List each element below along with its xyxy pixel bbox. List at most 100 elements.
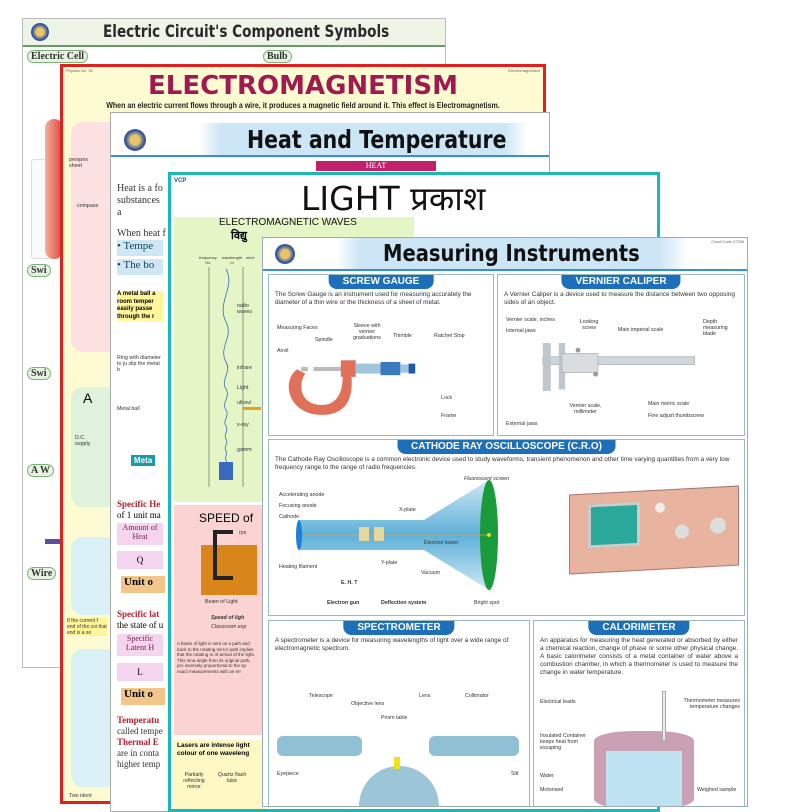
wire-image <box>45 539 61 544</box>
label: Two ident <box>69 793 92 799</box>
label: Electron beam <box>424 540 459 546</box>
label: Bright spot <box>474 600 500 606</box>
lasers-panel <box>174 740 266 809</box>
section-calorimeter: CALORIMETER An apparatus for measuring t… <box>533 620 745 806</box>
poster-title: LIGHT प्रकाश <box>301 179 486 218</box>
label: A <box>83 390 93 406</box>
text: the state of u <box>117 620 164 630</box>
temperature-text: Temperatu called tempe Thermal E are in … <box>117 715 165 770</box>
bullet: • Tempe <box>117 240 163 256</box>
knob-icon <box>675 524 689 539</box>
section-description: A Vernier Caliper is a device used to me… <box>504 291 735 306</box>
poster-corner-label: Electromagnetism <box>507 68 540 73</box>
label: Metal ball <box>117 406 140 412</box>
speed-of-light-panel <box>174 505 266 735</box>
caption: Classroom exp <box>211 624 247 630</box>
label: Cathode <box>279 514 300 520</box>
logo-icon <box>124 129 146 151</box>
label: Thermometer measures temperature changes <box>683 698 740 710</box>
collimator-image <box>429 736 519 756</box>
label: Measuring Faces <box>277 325 318 331</box>
band-label: Light <box>237 385 249 391</box>
poster-header <box>23 19 445 47</box>
section-label: Electric Cell <box>27 50 89 63</box>
heading: विद्यु <box>231 230 247 242</box>
section-heading: CATHODE RAY OSCILLOSCOPE (C.R.O) <box>397 440 616 454</box>
heading: SPEED of <box>199 511 254 525</box>
mirror-frame <box>213 530 233 580</box>
section-heading: SPECTROMETER <box>343 621 455 635</box>
poster-subtitle: When an electric current flows through a… <box>106 101 500 110</box>
screw-gauge-image <box>288 360 416 415</box>
band-label: gamm <box>237 447 252 453</box>
label: Anvil <box>277 348 289 354</box>
column-label: wavelength m <box>221 255 243 265</box>
band-label: infrare <box>237 365 253 371</box>
label: Slit <box>511 771 519 777</box>
poster-header <box>263 238 747 271</box>
poster-title: ELECTROMAGNETISM <box>148 71 458 101</box>
poster-title: Heat and Temperature <box>247 125 507 154</box>
tag: Meta <box>131 455 156 466</box>
text: Lasers are intense light colour of one w… <box>177 742 250 757</box>
label: Vernier scale, millimeter <box>569 403 602 415</box>
label: Accelerating anode <box>279 492 325 498</box>
label: Fine adjust thumbscrew <box>648 413 704 419</box>
label: Ring with diameter to ju slip the metal … <box>117 355 161 373</box>
crt-diagram <box>296 480 498 590</box>
label: Electrical leads <box>540 699 576 705</box>
section-description: The Cathode Ray Oscilloscope is a common… <box>275 456 730 471</box>
band-label: ultravi <box>237 400 252 406</box>
label: Telescope <box>309 693 333 699</box>
caption: Speed of ligh <box>211 615 245 621</box>
prism-image <box>394 757 400 769</box>
section-heading: SCREW GAUGE <box>328 275 434 289</box>
poster-title: Electric Circuit's Component Symbols <box>103 22 390 42</box>
oscilloscope-image <box>569 485 739 575</box>
heading: Temperatu <box>117 715 160 725</box>
knob-icon <box>710 517 726 535</box>
label: E. H. T <box>341 580 358 586</box>
label: Main imperial scale <box>618 327 664 333</box>
label: External jaws <box>506 421 538 427</box>
label: Ratchet Stop <box>434 333 465 339</box>
chart-code: Chart Code 07756 <box>711 239 744 244</box>
heading: Specific He <box>117 499 161 509</box>
text: Heat is a fo substances a <box>117 183 163 218</box>
heat-tab: HEAT <box>316 161 436 171</box>
label: Sleeve with vernier graduations <box>353 323 381 341</box>
mirror-diagram <box>201 545 257 595</box>
label: Lens <box>419 693 431 699</box>
label: Fluorescent screen <box>464 476 510 482</box>
cell: Specific Latent H <box>117 634 163 656</box>
label: Depth measuring blade <box>703 319 728 337</box>
label: D.C. supply <box>75 435 91 447</box>
text: A beam of light is sent on a path and ba… <box>177 641 256 674</box>
poster-header <box>111 123 549 157</box>
text: are in conta <box>117 748 159 758</box>
section-description: An apparatus for measuring the heat gene… <box>540 637 738 676</box>
label: Eyepiece <box>277 771 299 777</box>
thermometer-icon <box>662 691 666 741</box>
label: Heating filament <box>279 564 318 570</box>
text: When heat f <box>117 228 166 239</box>
label: Insulated Container keeps heat from esca… <box>540 733 586 751</box>
cell: L <box>117 663 163 681</box>
text: higher temp <box>117 759 161 769</box>
section-label: A W <box>27 464 54 477</box>
section-label: Swi <box>27 264 51 277</box>
label: Vacuum <box>421 570 441 576</box>
label: Thimble <box>393 333 412 339</box>
section-label: Swi <box>27 367 51 380</box>
section-description: The Screw Gauge is an instrument used fo… <box>275 291 472 306</box>
section-heading: CALORIMETER <box>588 621 690 635</box>
text: A metal ball a room temper easily passe … <box>117 291 163 321</box>
label: Lock <box>441 395 453 401</box>
label: Prism table <box>381 715 408 721</box>
logo-icon <box>31 23 49 41</box>
brand-logo: VCP <box>174 178 187 184</box>
band-label: x-ray <box>237 422 249 428</box>
section-heading: VERNIER CALIPER <box>561 275 681 289</box>
label: Vernier scale, inches <box>506 317 555 323</box>
section-label: Wire <box>27 567 57 580</box>
